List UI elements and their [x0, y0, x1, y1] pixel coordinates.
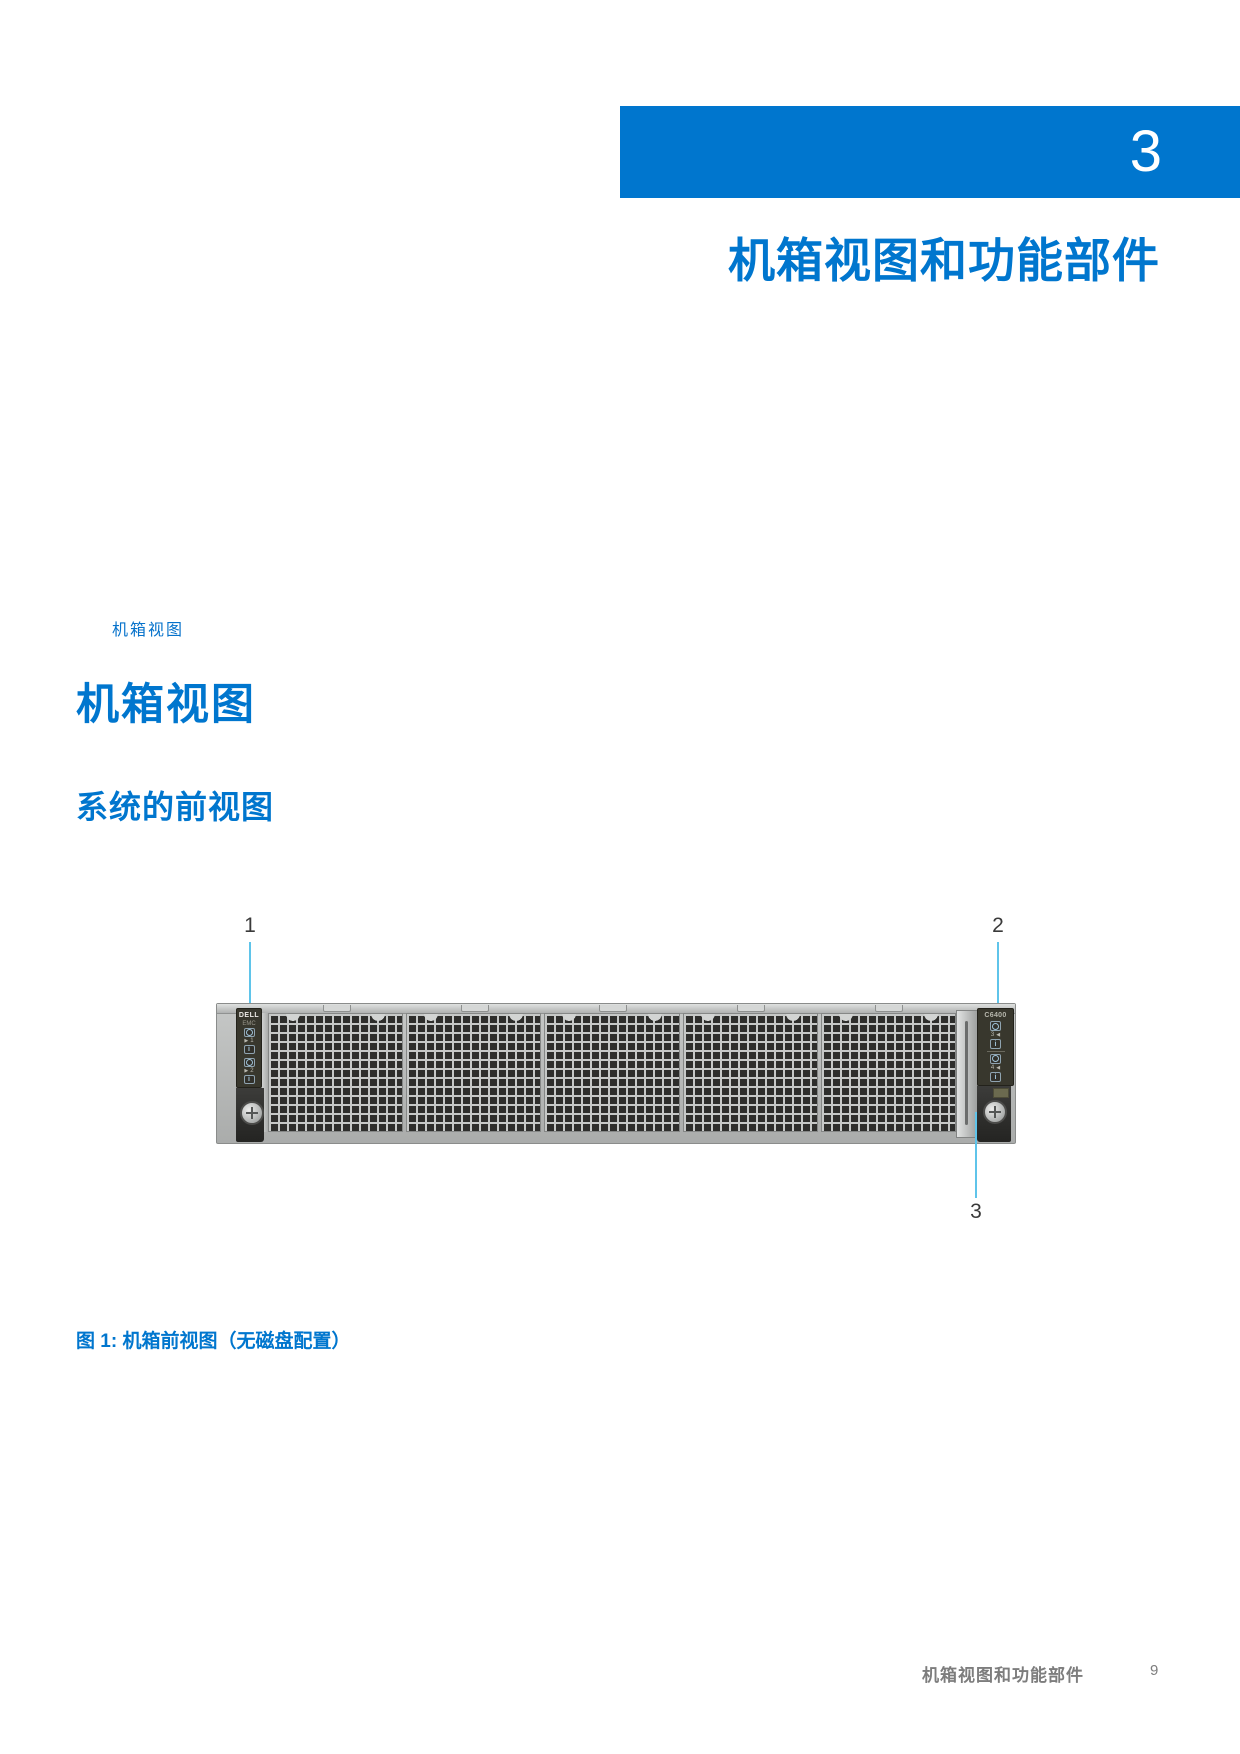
callout-2-line [997, 942, 999, 1007]
server-chassis: DELL EMC ▶ 1 i ▶ 2 i [216, 1003, 1016, 1144]
chapter-title: 机箱视图和功能部件 [728, 234, 1160, 287]
system-id-button-icon: i [243, 1075, 255, 1084]
model-label: C6400 [984, 1012, 1007, 1019]
node-number: 2 [250, 1068, 254, 1074]
subsection-heading: 系统的前视图 [76, 789, 275, 825]
system-id-button-icon: i [990, 1071, 1001, 1083]
chassis-top-tab [599, 1005, 627, 1012]
arrow-right-icon: ▶ [244, 1038, 249, 1044]
power-button-icon [990, 1053, 1001, 1064]
power-glyph [992, 1022, 999, 1030]
grille-module [820, 1013, 957, 1132]
thumbscrew-icon [983, 1100, 1007, 1124]
footer-page-number: 9 [1150, 1662, 1159, 1679]
callout-1-label: 1 [244, 914, 256, 937]
arrow-right-icon: ▶ [244, 1068, 249, 1074]
id-glyph: i [248, 1046, 250, 1053]
callout-2-label: 2 [992, 914, 1004, 937]
emc-logo: EMC [242, 1021, 256, 1027]
callout-1-line [249, 942, 251, 1005]
module-handle [269, 1014, 403, 1027]
system-id-button-icon: i [243, 1045, 255, 1054]
grille-module [544, 1013, 680, 1132]
power-glyph [245, 1059, 253, 1066]
toc-link-chassis-views[interactable]: 机箱视图 [112, 622, 185, 639]
system-id-button-icon: i [990, 1039, 1001, 1050]
left-ear-bracket [236, 1088, 264, 1142]
power-button-icon [990, 1021, 1001, 1032]
grille-module [406, 1013, 542, 1132]
chassis-top-tab [875, 1005, 903, 1012]
node-number: 4 [990, 1064, 995, 1071]
front-grille [268, 1013, 957, 1132]
chapter-banner: 3 [620, 106, 1240, 198]
chassis-side-strip [262, 1013, 268, 1132]
grille-module [268, 1013, 404, 1132]
right-ear-bracket [977, 1086, 1011, 1142]
left-control-panel: DELL EMC ▶ 1 i ▶ 2 i [236, 1008, 262, 1088]
callout-3-label: 3 [970, 1200, 982, 1223]
grille-module [682, 1013, 818, 1132]
latch-slot [965, 1021, 968, 1125]
node-2-label: ▶ 2 [244, 1068, 253, 1074]
power-button-icon [243, 1058, 255, 1067]
section-heading: 机箱视图 [76, 681, 256, 729]
node-4-label: 4 ◀ [991, 1065, 1000, 1071]
power-glyph [245, 1029, 253, 1036]
node-1-label: ▶ 1 [244, 1038, 253, 1044]
dell-logo: DELL [238, 1012, 260, 1019]
right-control-panel: C6400 3 ◀ i 4 ◀ i [977, 1008, 1014, 1086]
service-tag-sticker [993, 1088, 1009, 1098]
module-handle [683, 1014, 817, 1027]
chassis-top-tab [737, 1005, 765, 1012]
power-button-icon [243, 1028, 255, 1037]
arrow-left-icon: ◀ [996, 1032, 1001, 1039]
id-glyph: i [248, 1076, 250, 1083]
figure-caption: 图 1: 机箱前视图（无磁盘配置） [76, 1331, 351, 1352]
panel-divider [986, 1051, 1005, 1052]
node-number: 1 [250, 1038, 254, 1044]
chapter-number: 3 [1129, 119, 1162, 184]
figure-image: 1 2 DELL EMC [200, 858, 1033, 1307]
power-glyph [992, 1055, 999, 1063]
thumbscrew-icon [240, 1101, 264, 1125]
id-glyph: i [994, 1040, 997, 1048]
module-handle [821, 1014, 956, 1027]
chassis-top-tab [323, 1005, 351, 1012]
module-handle [545, 1014, 679, 1027]
node-3-label: 3 ◀ [991, 1032, 1000, 1038]
chassis-top-tab [461, 1005, 489, 1012]
id-glyph: i [994, 1073, 997, 1081]
module-handle [407, 1014, 541, 1027]
footer-section-title: 机箱视图和功能部件 [922, 1666, 1084, 1685]
callout-3-line [975, 1112, 977, 1198]
node-number: 3 [990, 1032, 995, 1039]
arrow-left-icon: ◀ [996, 1064, 1001, 1071]
